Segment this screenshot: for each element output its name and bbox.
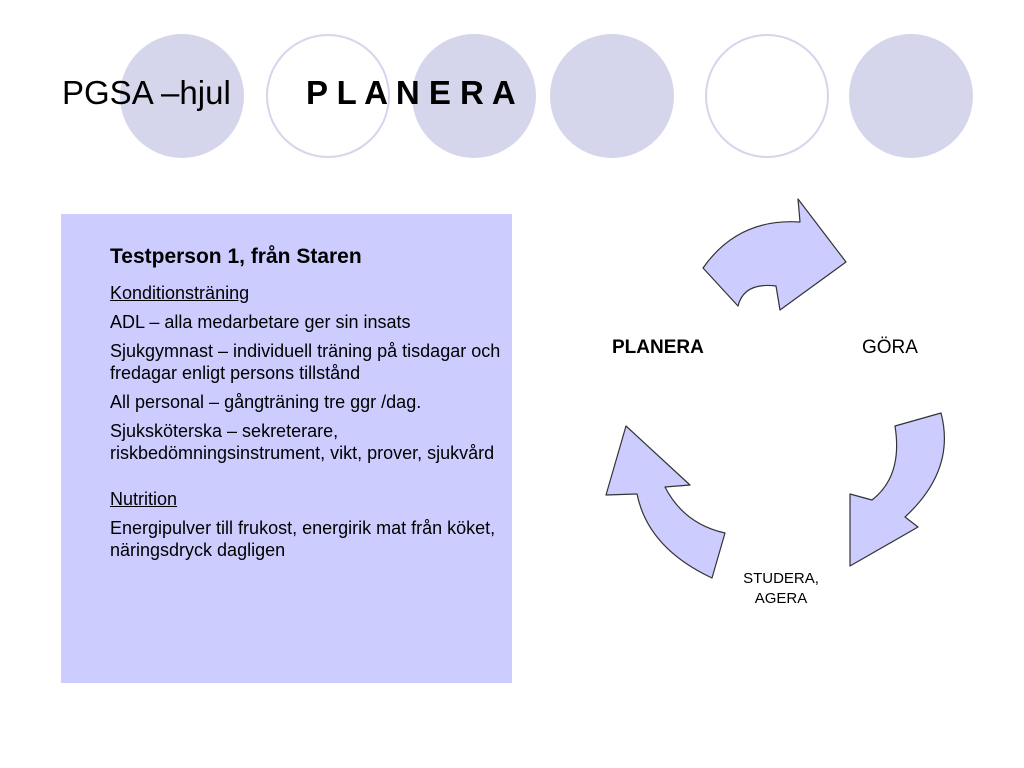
decor-circle-6 xyxy=(849,34,973,158)
cycle-label-planera: PLANERA xyxy=(612,337,704,358)
content-line: ADL – alla medarbetare ger sin insats xyxy=(110,312,411,332)
content-heading: Testperson 1, från Staren xyxy=(110,245,362,268)
content-line: Sjukgymnast – individuell träning på tis… xyxy=(110,341,501,383)
decor-circle-3 xyxy=(412,34,536,158)
cycle-arrow-top xyxy=(702,198,847,311)
decor-circle-5 xyxy=(705,34,829,158)
section-heading-nutrition: Nutrition xyxy=(110,489,178,509)
decor-circle-1 xyxy=(120,34,244,158)
content-box: Testperson 1, från Staren Konditionsträn… xyxy=(61,214,512,683)
cycle-label-gora: GÖRA xyxy=(862,337,918,358)
cycle-arrow-right xyxy=(849,412,945,567)
slide-title: PGSA –hjul xyxy=(62,74,231,111)
decor-circle-2 xyxy=(266,34,390,158)
section-heading-kondition: Konditionsträning xyxy=(110,283,250,303)
cycle-label-studera-line1: STUDERA, xyxy=(743,570,819,587)
decor-circle-4 xyxy=(550,34,674,158)
slide-title-accent: P L A N E R A xyxy=(306,74,516,111)
content-line: Energipulver till frukost, energirik mat… xyxy=(110,518,496,560)
cycle-arrow-left xyxy=(605,425,726,579)
content-line: Sjuksköterska – sekreterare, riskbedömni… xyxy=(110,421,495,463)
content-line: All personal – gångträning tre ggr /dag. xyxy=(110,392,422,412)
content-lines: Konditionsträning ADL – alla medarbetare… xyxy=(110,282,505,568)
cycle-label-studera-line2: AGERA xyxy=(754,590,808,607)
cycle-label-studera: STUDERA, AGERA xyxy=(726,569,836,609)
